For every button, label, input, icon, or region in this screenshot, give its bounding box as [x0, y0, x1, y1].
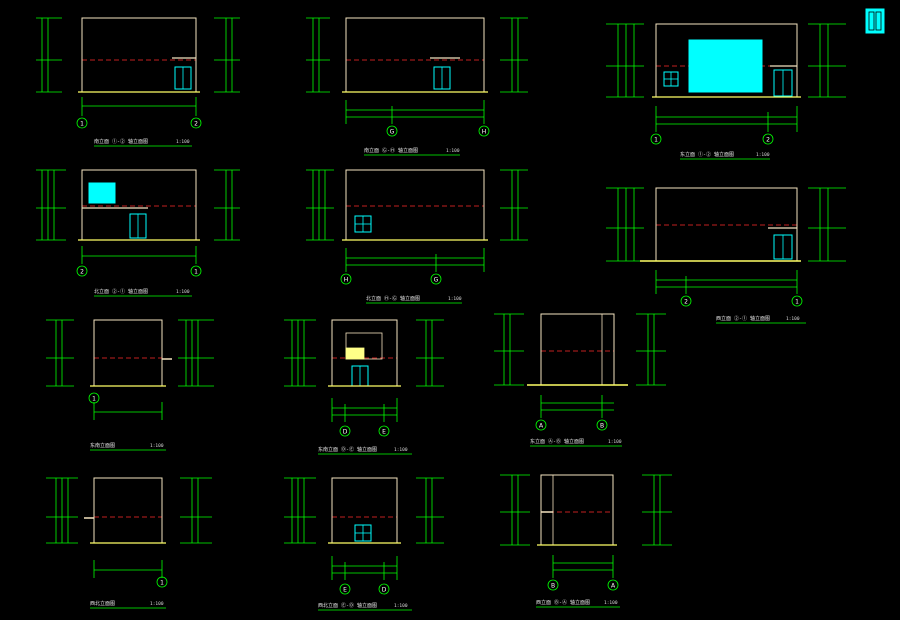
door-icon: [129, 213, 147, 239]
svg-text:1: 1: [194, 269, 198, 276]
axis-bubble: 1: [156, 576, 168, 588]
elevation-11: E D 西北立面 Ⓔ-Ⓓ 轴立面图 1:100: [284, 477, 444, 611]
door-icon: [865, 8, 885, 34]
svg-text:2: 2: [80, 269, 84, 276]
elevation-scale: 1:100: [604, 600, 618, 606]
elevation-10: 1 西北立面图 1:100: [46, 477, 212, 609]
door-icon: [174, 66, 192, 90]
elevation-4: 2 1 北立面 ②-① 轴立面图 1:100: [36, 169, 240, 297]
elevation-caption: 东南立面图: [90, 442, 115, 449]
elevation-caption: 东南立面 Ⓓ-Ⓔ 轴立面图: [318, 446, 377, 453]
axis-bubble: 1: [76, 117, 88, 129]
panel-icon: [688, 39, 763, 93]
svg-text:G: G: [434, 277, 439, 284]
axis-bubble: E: [339, 583, 351, 595]
axis-bubble: 2: [762, 133, 774, 145]
elevation-scale: 1:100: [756, 152, 770, 158]
svg-text:1: 1: [654, 137, 658, 144]
svg-text:E: E: [343, 587, 347, 594]
window-icon: [663, 71, 679, 87]
elevation-scale: 1:100: [176, 289, 190, 295]
elevation-caption: 南立面 ①-② 轴立面图: [94, 138, 148, 145]
axis-bubble: H: [340, 273, 352, 285]
elevation-scale: 1:100: [446, 148, 460, 154]
window-icon: [354, 524, 372, 542]
axis-bubble: 2: [190, 117, 202, 129]
axis-bubble: B: [547, 579, 559, 591]
axis-bubble: 1: [88, 392, 100, 404]
svg-text:2: 2: [766, 137, 770, 144]
panel-icon: [88, 182, 116, 204]
axis-bubble: A: [607, 579, 619, 591]
elevation-6: 2 1 西立面 ②-① 轴立面图 1:100: [606, 187, 846, 324]
axis-bubble: A: [535, 419, 547, 431]
elevation-12: B A 西立面 Ⓑ-Ⓐ 轴立面图 1:100: [500, 474, 672, 608]
svg-text:B: B: [551, 583, 555, 590]
elevation-caption: 北立面 Ⓗ-Ⓖ 轴立面图: [366, 295, 420, 302]
elevation-scale: 1:100: [448, 296, 462, 302]
elevation-9: A B 东立面 Ⓐ-Ⓑ 轴立面图 1:100: [494, 313, 666, 447]
svg-text:E: E: [382, 429, 386, 436]
elevation-scale: 1:100: [150, 443, 164, 449]
elevation-scale: 1:100: [608, 439, 622, 445]
door-icon: [773, 69, 793, 97]
svg-text:1: 1: [795, 299, 799, 306]
door-icon: [433, 66, 451, 90]
svg-text:D: D: [343, 429, 348, 436]
svg-text:B: B: [600, 423, 604, 430]
axis-bubble: G: [386, 125, 398, 137]
elevation-caption: 东立面 ①-② 轴立面图: [680, 151, 734, 158]
elevation-8: D E 东南立面 Ⓓ-Ⓔ 轴立面图 1:100: [284, 319, 444, 455]
elevation-caption: 南立面 Ⓖ-Ⓗ 轴立面图: [364, 147, 418, 154]
elevation-caption: 东立面 Ⓐ-Ⓑ 轴立面图: [530, 438, 584, 445]
elevation-scale: 1:100: [176, 139, 190, 145]
svg-text:A: A: [539, 423, 544, 430]
axis-bubble: 1: [791, 295, 803, 307]
elevation-caption: 西北立面图: [90, 600, 115, 607]
axis-bubble: B: [596, 419, 608, 431]
elevation-2: G H 南立面 Ⓖ-Ⓗ 轴立面图 1:100: [306, 17, 528, 156]
door-icon: [351, 365, 369, 387]
svg-text:A: A: [611, 583, 616, 590]
svg-text:1: 1: [160, 580, 164, 587]
svg-text:H: H: [482, 129, 487, 136]
axis-bubble: G: [430, 273, 442, 285]
elevation-1: 1 2 南立面 ①-② 轴立面图 1:100: [36, 17, 240, 147]
elevation-scale: 1:100: [150, 601, 164, 607]
elevation-7: 1 东南立面图 1:100: [46, 319, 214, 451]
panel-icon: [345, 347, 365, 360]
elevation-scale: 1:100: [394, 603, 408, 609]
elevation-caption: 北立面 ②-① 轴立面图: [94, 288, 148, 295]
window-icon: [354, 215, 372, 233]
elevation-caption: 西北立面 Ⓔ-Ⓓ 轴立面图: [318, 602, 377, 609]
axis-bubble: 1: [650, 133, 662, 145]
svg-text:H: H: [344, 277, 349, 284]
axis-bubble: H: [478, 125, 490, 137]
elevation-caption: 西立面 ②-① 轴立面图: [716, 315, 770, 322]
door-icon: [773, 234, 793, 260]
svg-text:2: 2: [194, 121, 198, 128]
axis-bubble: 2: [76, 265, 88, 277]
elevation-scale: 1:100: [394, 447, 408, 453]
svg-text:D: D: [382, 587, 387, 594]
svg-text:1: 1: [92, 396, 96, 403]
axis-bubble: D: [339, 425, 351, 437]
elevation-caption: 西立面 Ⓑ-Ⓐ 轴立面图: [536, 599, 590, 606]
elevation-3: 1 2 东立面 ①-② 轴立面图 1:100: [606, 8, 885, 160]
svg-text:1: 1: [80, 121, 84, 128]
elevation-5: H G 北立面 Ⓗ-Ⓖ 轴立面图 1:100: [306, 169, 528, 304]
svg-text:G: G: [390, 129, 395, 136]
elevation-scale: 1:100: [786, 316, 800, 322]
axis-bubble: 1: [190, 265, 202, 277]
axis-bubble: E: [378, 425, 390, 437]
axis-bubble: 2: [680, 295, 692, 307]
svg-text:2: 2: [684, 299, 688, 306]
axis-bubble: D: [378, 583, 390, 595]
